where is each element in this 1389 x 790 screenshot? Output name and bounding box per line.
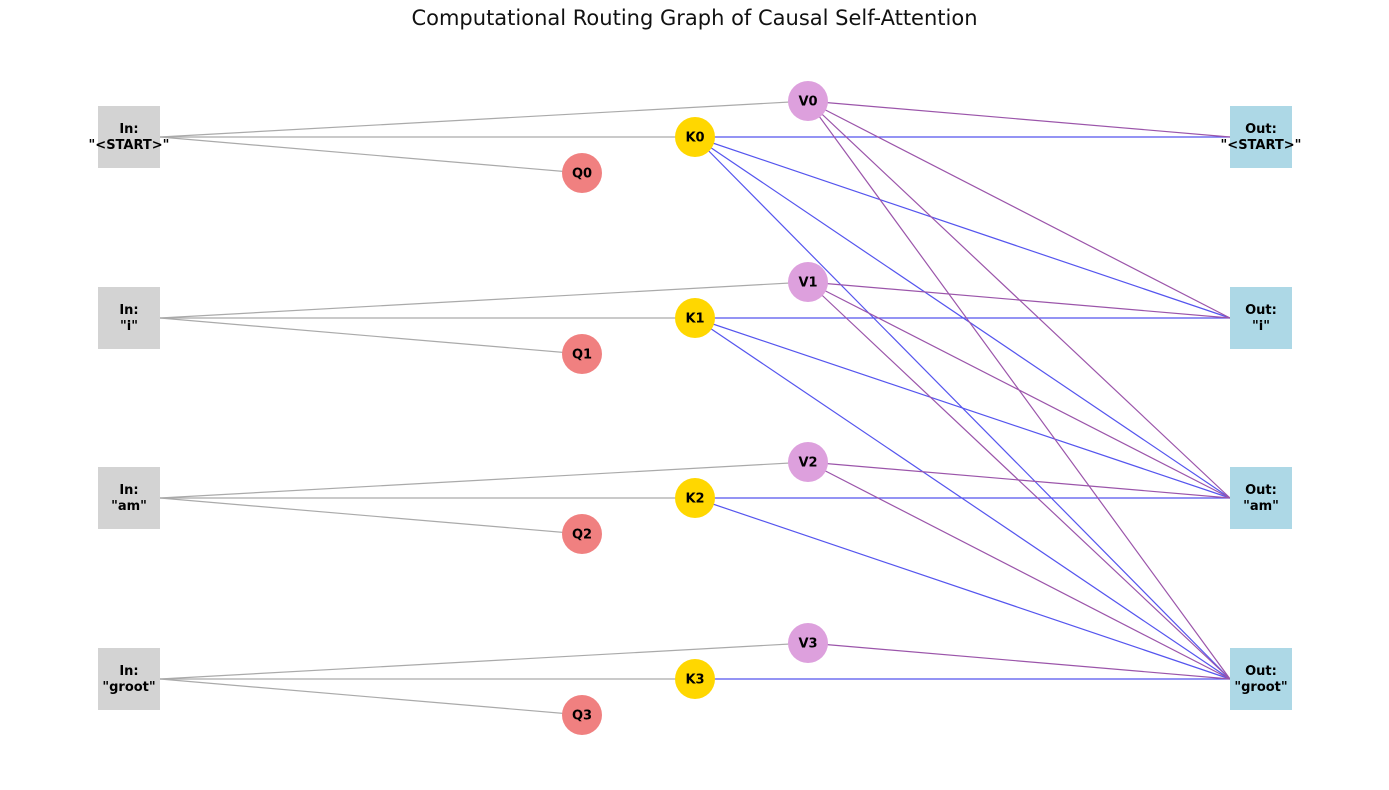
key-node-1: K1	[675, 298, 715, 338]
value-node-2: V2	[788, 442, 828, 482]
edge-v2-out3	[807, 461, 1231, 680]
edge-in2-v2	[159, 461, 809, 499]
key-node-3-label: K3	[685, 673, 704, 688]
output-node-3-box	[1230, 648, 1292, 710]
value-node-3: V3	[788, 623, 828, 663]
edge-k1-out2	[694, 317, 1231, 499]
key-node-3: K3	[675, 659, 715, 699]
input-node-2-line1: In:	[119, 483, 138, 498]
query-node-0-label: Q0	[572, 167, 592, 182]
edge-in0-v0	[159, 100, 809, 138]
query-node-1-label: Q1	[572, 348, 592, 363]
edge-in3-v3	[159, 642, 809, 680]
value-node-2-circle	[788, 442, 828, 482]
output-node-3: Out:"groot"	[1230, 648, 1292, 710]
input-node-1: In:"i"	[98, 287, 160, 349]
value-node-3-circle	[788, 623, 828, 663]
input-node-3-line2: "groot"	[102, 680, 155, 695]
output-node-3-line2: "groot"	[1234, 680, 1287, 695]
value-node-0-circle	[788, 81, 828, 121]
value-node-3-label: V3	[798, 637, 817, 652]
input-node-0-line1: In:	[119, 122, 138, 137]
key-node-2: K2	[675, 478, 715, 518]
value-node-0: V0	[788, 81, 828, 121]
query-node-1: Q1	[562, 334, 602, 374]
edge-v1-out1	[807, 281, 1231, 319]
query-node-0: Q0	[562, 153, 602, 193]
edge-in1-q1	[159, 317, 583, 355]
value-node-2-label: V2	[798, 456, 817, 471]
output-node-0-line2: "<START>"	[1221, 138, 1302, 153]
output-node-0-box	[1230, 106, 1292, 168]
edge-layer	[159, 100, 1231, 716]
edge-v0-out1	[807, 100, 1231, 319]
output-node-1-box	[1230, 287, 1292, 349]
output-node-0-line1: Out:	[1245, 122, 1277, 137]
edge-in1-v1	[159, 281, 809, 319]
node-layer: In:"<START>"Q0K0V0Out:"<START>"In:"i"Q1K…	[89, 81, 1302, 735]
key-node-1-label: K1	[685, 312, 704, 327]
output-node-2-line1: Out:	[1245, 483, 1277, 498]
input-node-3-line1: In:	[119, 664, 138, 679]
input-node-0-line2: "<START>"	[89, 138, 170, 153]
key-node-1-circle	[675, 298, 715, 338]
query-node-1-circle	[562, 334, 602, 374]
query-node-2-circle	[562, 514, 602, 554]
query-node-2-label: Q2	[572, 528, 592, 543]
key-node-0-label: K0	[685, 131, 704, 146]
output-node-1-line1: Out:	[1245, 303, 1277, 318]
key-node-0-circle	[675, 117, 715, 157]
input-node-2-line2: "am"	[111, 499, 147, 514]
value-node-1: V1	[788, 262, 828, 302]
query-node-3-circle	[562, 695, 602, 735]
query-node-3: Q3	[562, 695, 602, 735]
key-node-3-circle	[675, 659, 715, 699]
edge-in2-q2	[159, 497, 583, 535]
edge-v0-out0	[807, 100, 1231, 138]
input-node-2: In:"am"	[98, 467, 160, 529]
edge-v1-out2	[807, 281, 1231, 499]
value-node-1-circle	[788, 262, 828, 302]
key-node-2-label: K2	[685, 492, 704, 507]
input-node-0-box	[98, 106, 160, 168]
query-node-0-circle	[562, 153, 602, 193]
output-node-2-box	[1230, 467, 1292, 529]
edge-v2-out2	[807, 461, 1231, 499]
query-node-2: Q2	[562, 514, 602, 554]
input-node-1-box	[98, 287, 160, 349]
output-node-2-line2: "am"	[1243, 499, 1279, 514]
input-node-3-box	[98, 648, 160, 710]
input-node-0: In:"<START>"	[89, 106, 170, 168]
input-node-2-box	[98, 467, 160, 529]
diagram-title: Computational Routing Graph of Causal Se…	[411, 6, 978, 30]
edge-in3-q3	[159, 678, 583, 716]
key-node-2-circle	[675, 478, 715, 518]
edge-k2-out3	[694, 497, 1231, 680]
output-node-2: Out:"am"	[1230, 467, 1292, 529]
key-node-0: K0	[675, 117, 715, 157]
input-node-1-line1: In:	[119, 303, 138, 318]
output-node-1: Out:"i"	[1230, 287, 1292, 349]
value-node-1-label: V1	[798, 276, 817, 291]
edge-v3-out3	[807, 642, 1231, 680]
output-node-3-line1: Out:	[1245, 664, 1277, 679]
input-node-3: In:"groot"	[98, 648, 160, 710]
output-node-1-line2: "i"	[1252, 319, 1270, 334]
input-node-1-line2: "i"	[120, 319, 138, 334]
value-node-0-label: V0	[798, 95, 817, 110]
output-node-0: Out:"<START>"	[1221, 106, 1302, 168]
edge-k0-out1	[694, 136, 1231, 319]
query-node-3-label: Q3	[572, 709, 592, 724]
edge-in0-q0	[159, 136, 583, 174]
